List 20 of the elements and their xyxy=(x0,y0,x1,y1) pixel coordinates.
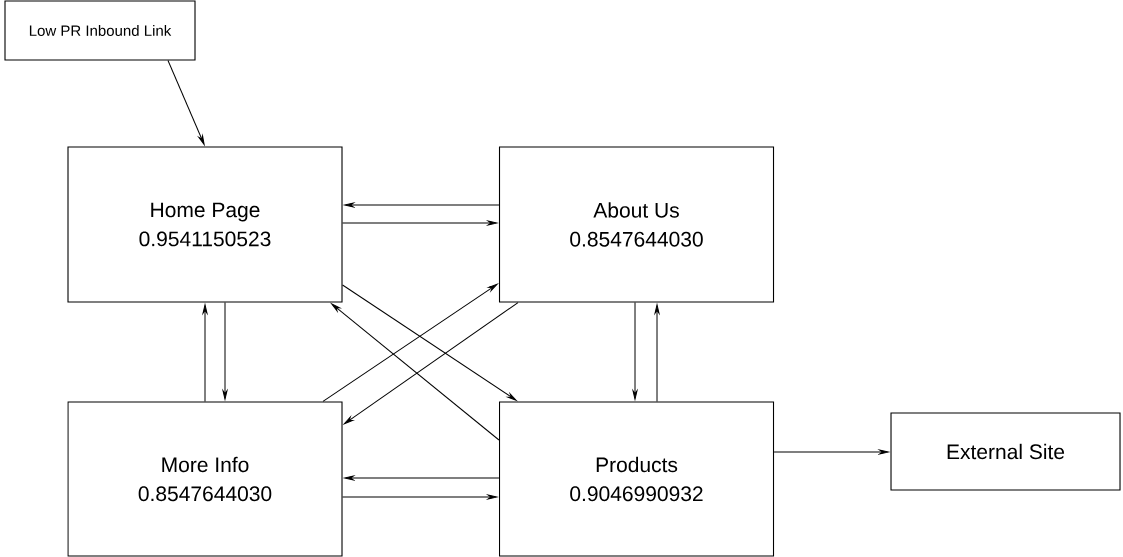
arrow xyxy=(167,60,205,145)
arrow xyxy=(632,302,638,400)
arrow xyxy=(342,494,498,500)
arrow xyxy=(222,302,228,400)
page-box: Products 0.9046990932 xyxy=(498,401,775,557)
arrow xyxy=(322,283,498,402)
arrow xyxy=(344,475,500,481)
arrow xyxy=(342,284,517,401)
page-box: About Us 0.8547644030 xyxy=(498,146,775,303)
page-box: Low PR Inbound Link xyxy=(4,0,196,61)
page-box: More Info 0.8547644030 xyxy=(67,401,343,557)
arrow xyxy=(202,304,208,402)
page-box: External Site xyxy=(890,412,1121,491)
arrow xyxy=(331,303,500,441)
arrow xyxy=(343,302,519,425)
arrow xyxy=(654,304,660,402)
page-box: Home Page 0.9541150523 xyxy=(67,146,343,303)
arrow xyxy=(344,202,500,208)
arrow xyxy=(773,449,889,455)
arrow xyxy=(342,220,498,226)
